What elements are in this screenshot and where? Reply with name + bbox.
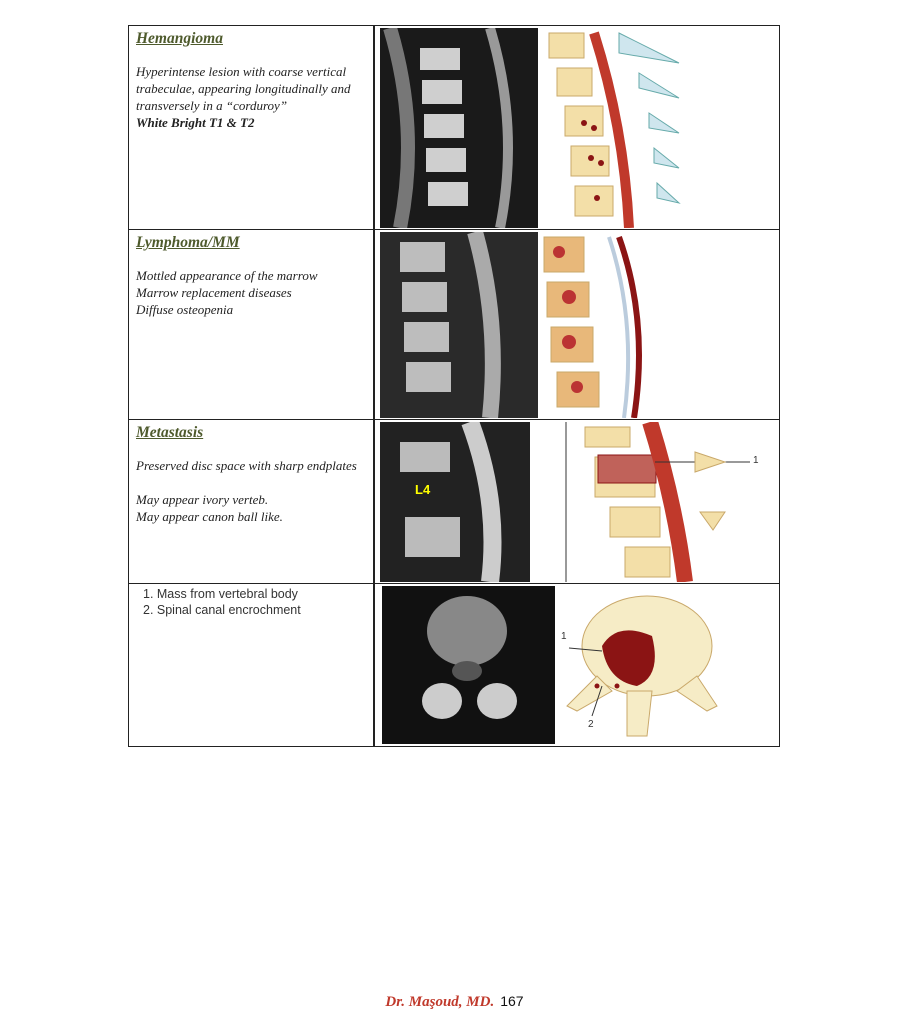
lymphoma-diagram bbox=[543, 236, 642, 418]
hemangioma-diagram bbox=[548, 31, 681, 228]
axial-label-1: 1 bbox=[561, 631, 567, 642]
metastasis-line: Preserved disc space with sharp endplate… bbox=[136, 458, 357, 473]
axial-label-2: 2 bbox=[588, 719, 594, 730]
metastasis-diagram bbox=[565, 422, 750, 582]
metastasis-cell: Metastasis Preserved disc space with sha… bbox=[128, 419, 374, 584]
legend-item: 2. Spinal canal encrochment bbox=[143, 603, 301, 617]
axial-legend-cell: 1. Mass from vertebral body 2. Spinal ca… bbox=[128, 583, 374, 747]
lymphoma-mri-image bbox=[380, 232, 538, 418]
hemangioma-images bbox=[374, 25, 780, 230]
axial-mri-image bbox=[382, 586, 555, 744]
lymphoma-line: Mottled appearance of the marrow bbox=[136, 268, 318, 283]
metastasis-mri-image bbox=[380, 422, 530, 582]
vertebra-level-label: L4 bbox=[415, 482, 431, 497]
hemangioma-cell: Hemangioma Hyperintense lesion with coar… bbox=[128, 25, 374, 230]
page-number: 167 bbox=[500, 993, 524, 1009]
lymphoma-cell: Lymphoma/MM Mottled appearance of the ma… bbox=[128, 229, 374, 420]
axial-images: 1 2 bbox=[374, 583, 780, 747]
hemangioma-signal: White Bright T1 & T2 bbox=[136, 115, 255, 130]
lymphoma-line: Marrow replacement diseases bbox=[136, 285, 292, 300]
hemangioma-mri-image bbox=[380, 28, 538, 228]
legend-item: 1. Mass from vertebral body bbox=[143, 587, 298, 601]
metastasis-line: May appear canon ball like. bbox=[136, 509, 283, 524]
footer-author: Dr. Maşoud, MD. bbox=[385, 994, 495, 1010]
hemangioma-description: Hyperintense lesion with coarse vertical… bbox=[136, 64, 351, 113]
metastasis-images: L4 1 bbox=[374, 419, 780, 584]
metastasis-line: May appear ivory verteb. bbox=[136, 492, 269, 507]
hemangioma-title: Hemangioma bbox=[136, 30, 223, 47]
lymphoma-line: Diffuse osteopenia bbox=[136, 302, 234, 317]
metastasis-title: Metastasis bbox=[136, 424, 204, 441]
diagram-label-1: 1 bbox=[753, 455, 759, 466]
axial-diagram bbox=[566, 595, 718, 737]
lymphoma-title: Lymphoma/MM bbox=[136, 234, 240, 251]
page-footer: Dr. Maşoud, MD. 167 bbox=[0, 993, 909, 1011]
lymphoma-images bbox=[374, 229, 780, 420]
